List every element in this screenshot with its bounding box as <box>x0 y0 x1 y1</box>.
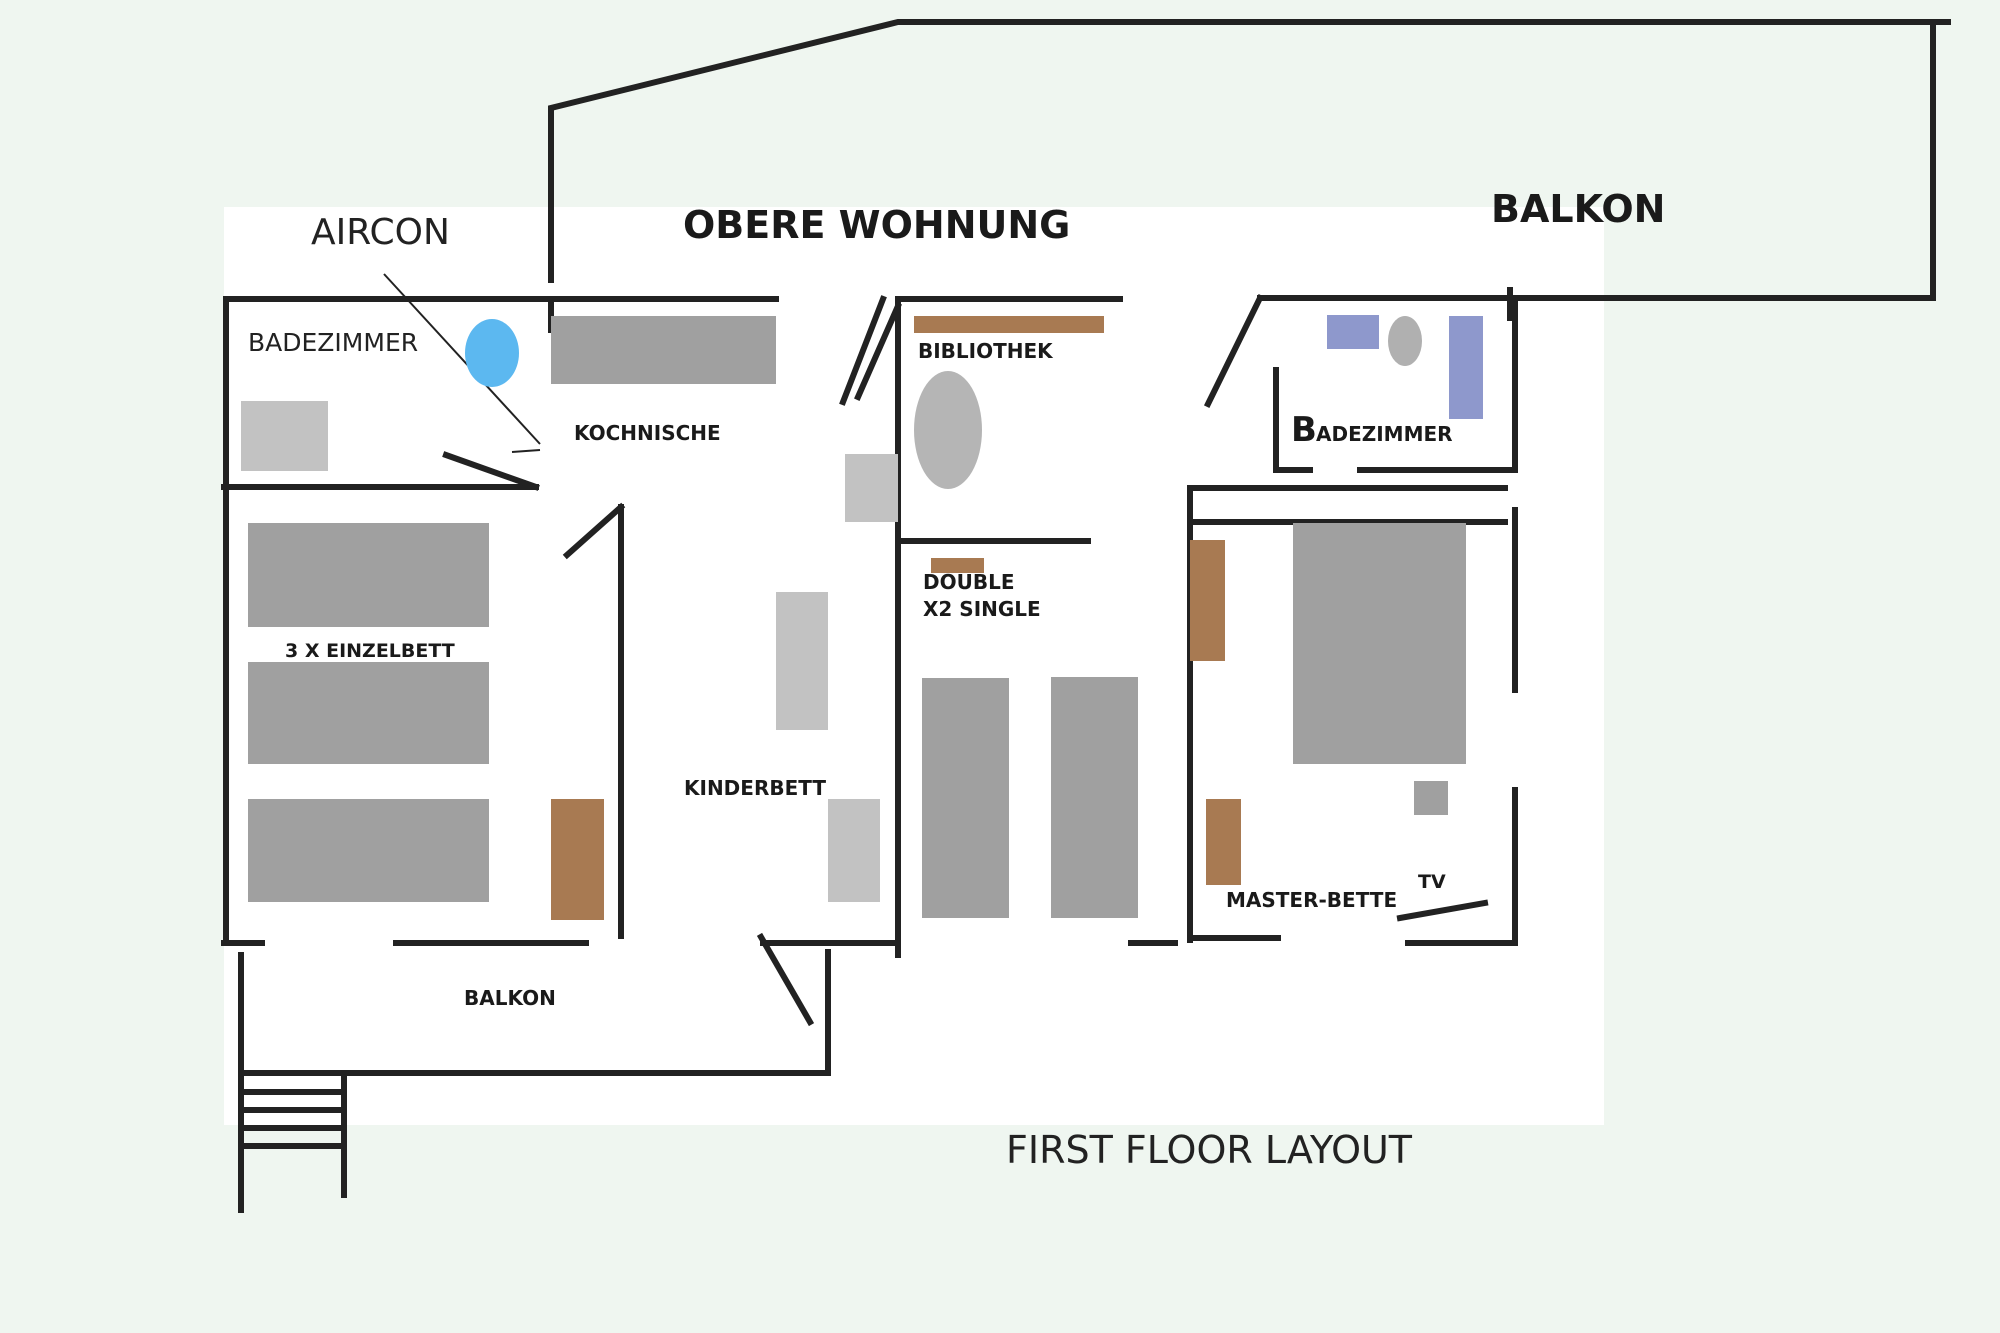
bathroom-right-label: ADEZIMMER <box>1316 422 1453 446</box>
balcony-top-wall <box>548 19 1951 283</box>
bedroom-door <box>562 502 626 560</box>
aircon-unit-mark <box>511 449 541 453</box>
crib-label: KINDERBETT <box>684 776 826 800</box>
bookshelf <box>914 316 1104 333</box>
beds-left-label: 3 X EINZELBETT <box>285 640 455 662</box>
crib <box>828 799 880 902</box>
caption-label: FIRST FLOOR LAYOUT <box>1006 1128 1413 1172</box>
toilet-icon <box>1388 316 1422 366</box>
master-door <box>1396 899 1489 922</box>
balcony-bottom-label: BALKON <box>464 986 556 1010</box>
bathroom-door <box>442 451 540 491</box>
bathroom-left-label: BADEZIMMER <box>248 328 418 357</box>
bathtub-icon <box>465 319 519 387</box>
balcony-door <box>756 932 815 1027</box>
library-label: BIBLIOTHEK <box>918 339 1054 363</box>
master-bed <box>1293 523 1466 764</box>
tv-label: TV <box>1418 871 1446 893</box>
master-wardrobe-2 <box>1206 799 1241 885</box>
library-table <box>914 371 982 489</box>
library-door-a <box>839 295 887 406</box>
master-bed-label: MASTER-BETTE <box>1226 888 1397 912</box>
hall-furniture <box>776 592 828 730</box>
balcony-top-label: BALKON <box>1491 187 1665 231</box>
single-bed-5 <box>1051 677 1138 918</box>
single-bed-4 <box>922 678 1009 918</box>
kitchen-counter <box>551 316 776 384</box>
single-bed-3 <box>248 799 489 902</box>
library-cabinet <box>845 454 898 522</box>
double-label-line2: X2 SINGLE <box>923 597 1041 621</box>
bath-vanity <box>1327 315 1379 349</box>
stairs <box>238 1089 347 1149</box>
bathroom-cabinet <box>241 401 328 471</box>
aircon-label: AIRCON <box>311 212 450 253</box>
aircon-leader-line <box>383 273 541 445</box>
single-bed-1 <box>248 523 489 627</box>
single-bed-2 <box>248 662 489 764</box>
suite-door <box>1203 293 1265 409</box>
double-room-shelf <box>931 558 984 573</box>
bedroom-wardrobe <box>551 799 604 920</box>
library-door-b <box>854 302 902 401</box>
bathroom-right-initial: B <box>1291 410 1317 450</box>
shower-icon <box>1449 316 1483 419</box>
master-wardrobe-1 <box>1190 540 1225 661</box>
title-label: OBERE WOHNUNG <box>683 203 1070 247</box>
tv-icon <box>1414 781 1448 815</box>
balcony-bottom-outline <box>238 949 831 1076</box>
double-label-line1: DOUBLE <box>923 570 1015 594</box>
kitchenette-label: KOCHNISCHE <box>574 421 721 445</box>
